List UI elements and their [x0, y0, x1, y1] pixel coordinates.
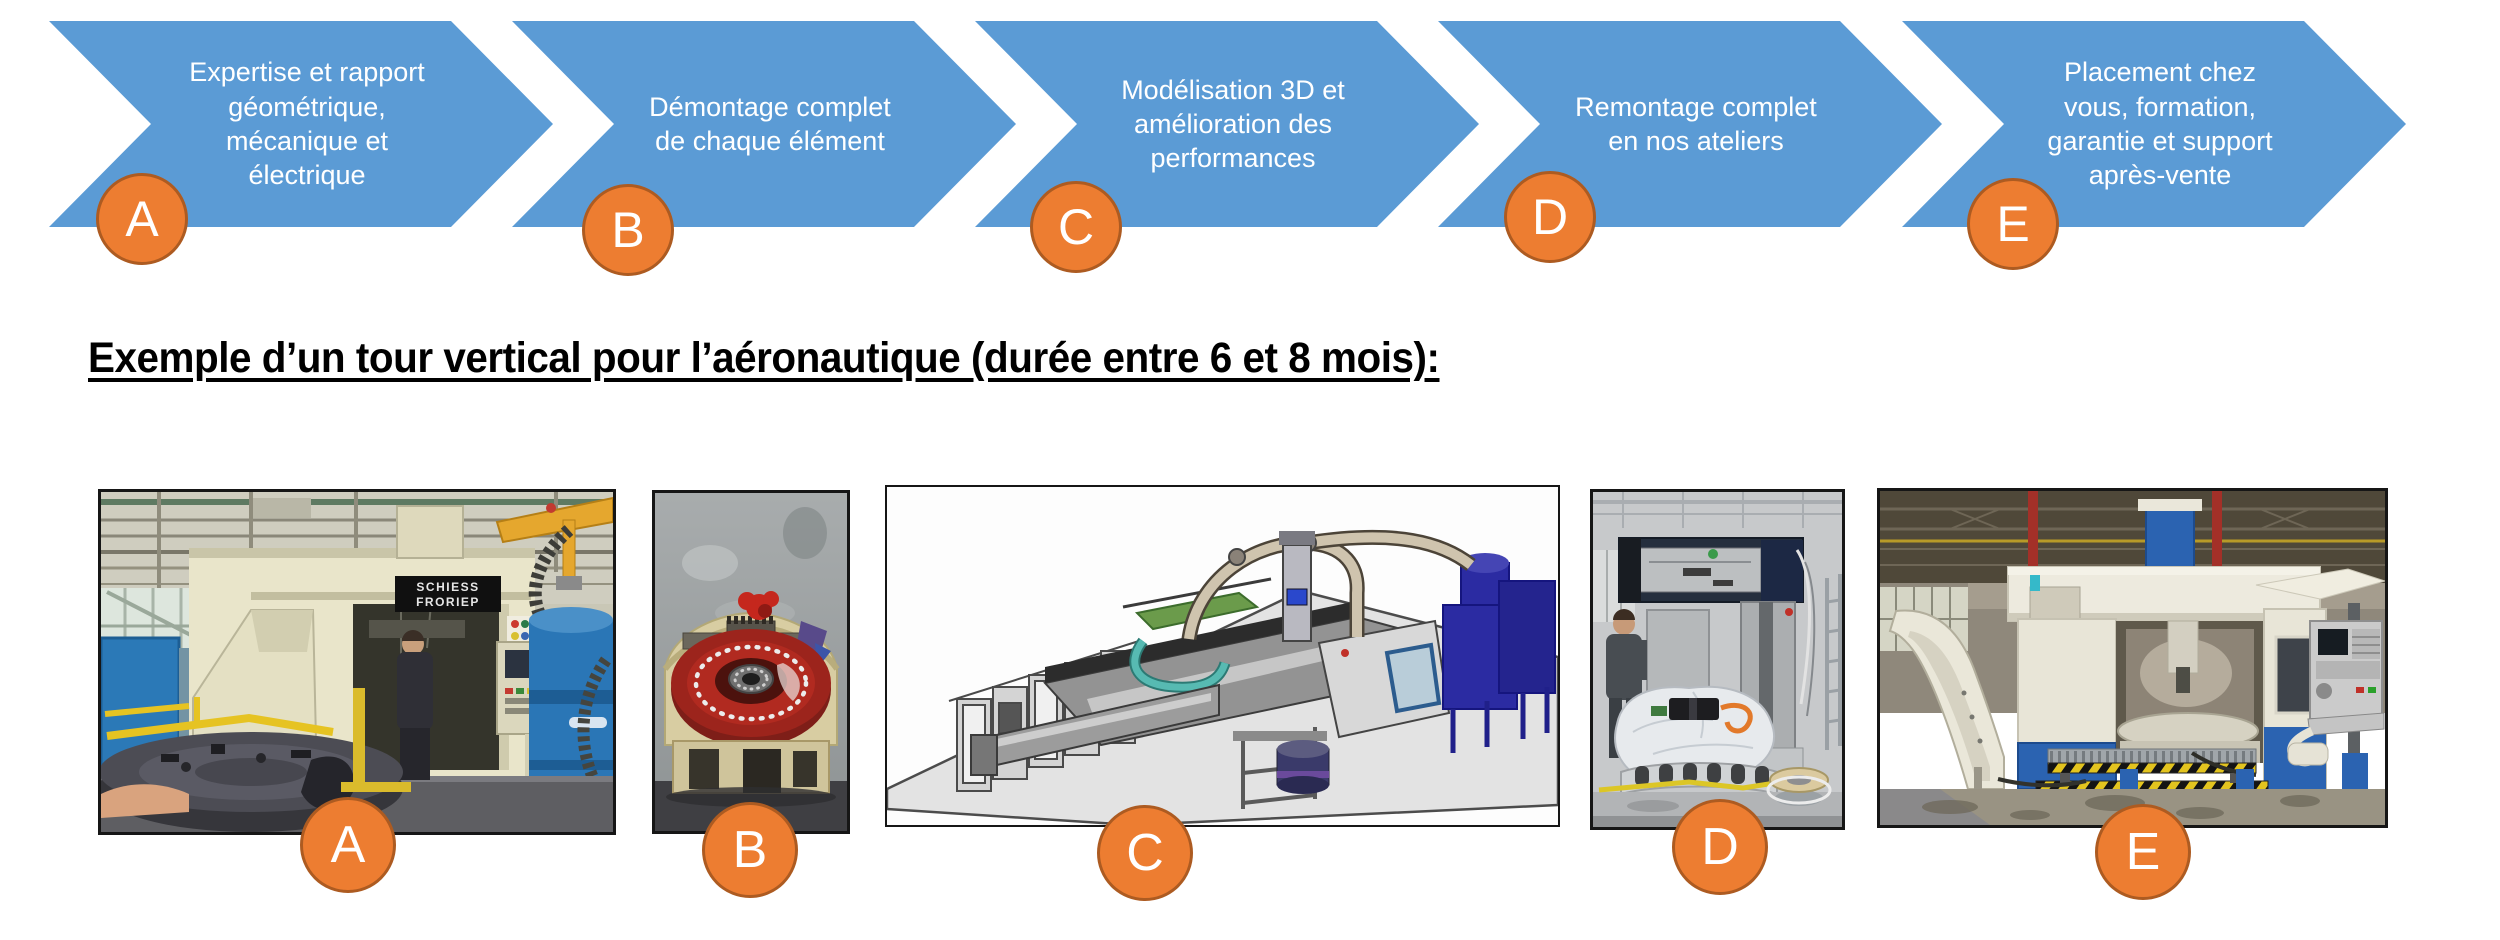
process-step-chevron-b: Démontage complet de chaque élément [512, 21, 1016, 227]
photo-b-demontage [652, 490, 850, 834]
crane-arm [495, 496, 613, 590]
ceiling [1593, 492, 1842, 528]
yellow-railing [104, 688, 411, 792]
process-step-label-c: Modélisation 3D et amélioration des perf… [1121, 74, 1345, 174]
photo-b-illustration [655, 493, 847, 831]
cnc-screen [2318, 629, 2348, 655]
photo-badge-letter-c: C [1126, 824, 1164, 882]
glare [777, 663, 800, 701]
photo-badge-e: E [2095, 804, 2191, 900]
photo-e-placement [1877, 488, 2388, 828]
photo-c-illustration [887, 487, 1558, 825]
orange-cable [1720, 702, 1753, 734]
base-blocks [672, 740, 830, 794]
monitor-mast [1279, 531, 1315, 642]
sign-line-1: SCHIESS [416, 580, 479, 594]
photo-c-modelisation [885, 485, 1560, 827]
conveyor-arm [970, 683, 1220, 776]
photo-badge-letter-d: D [1701, 818, 1739, 876]
sign-line-2: FRORIEP [416, 595, 480, 609]
spindle [2167, 620, 2199, 674]
photo-badge-c: C [1097, 805, 1193, 901]
step-badge-b: B [582, 184, 674, 276]
process-step-label-d: Remontage complet en nos ateliers [1575, 91, 1817, 156]
vacuum-unit [528, 525, 613, 806]
photo-badge-b: B [702, 802, 798, 898]
step-badge-letter-d: D [1531, 189, 1569, 245]
machine-sign: SCHIESS FRORIEP [395, 576, 501, 612]
step-badge-d: D [1504, 171, 1596, 263]
step-badge-e: E [1967, 178, 2059, 270]
dust-collector [1442, 553, 1556, 753]
blue-column [2145, 508, 2195, 572]
bolt-circle [693, 644, 809, 722]
step-badge-a: A [96, 173, 188, 265]
red-rag [738, 591, 779, 620]
cable-spool [1766, 767, 1832, 806]
photo-e-illustration [1880, 491, 2385, 825]
crossrail [1618, 537, 1804, 603]
ladder [1825, 574, 1842, 750]
photo-badge-letter-b: B [732, 821, 768, 879]
photo-a-expertise: SCHIESS FRORIEP [98, 489, 616, 835]
process-step-label-e: Placement chez vous, formation, garantie… [2047, 57, 2273, 191]
worker-arm [101, 784, 189, 818]
step-badge-letter-a: A [125, 191, 159, 247]
covered-table [1614, 685, 1776, 778]
machine-body [189, 505, 535, 785]
cnc-console [2287, 603, 2385, 789]
example-heading: Exemple d’un tour vertical pour l’aérona… [88, 334, 1440, 382]
photo-d-illustration [1593, 492, 1842, 827]
photo-a-illustration: SCHIESS FRORIEP [101, 492, 613, 832]
photo-badge-letter-e: E [2125, 823, 2161, 881]
machining-cabin [1317, 619, 1451, 739]
photo-badge-a: A [300, 797, 396, 893]
photo-d-remontage [1590, 489, 1845, 830]
barrel [1276, 740, 1330, 794]
step-badge-letter-b: B [611, 202, 645, 258]
step-badge-letter-e: E [1996, 196, 2030, 252]
red-bearing-ring [671, 629, 831, 747]
teal-hose [1129, 637, 1231, 693]
process-step-label-a: Expertise et rapport géométrique, mécani… [189, 57, 425, 191]
cyan-light [2030, 575, 2040, 591]
step-badge-letter-c: C [1057, 199, 1095, 255]
cable-white [1795, 549, 1811, 705]
door-window [2274, 635, 2314, 715]
left-tower [2017, 618, 2117, 744]
step-badge-c: C [1030, 181, 1122, 273]
photo-badge-letter-a: A [330, 816, 366, 874]
photo-badge-d: D [1672, 799, 1768, 895]
operator [397, 630, 433, 780]
process-step-label-b: Démontage complet de chaque élément [649, 91, 891, 156]
